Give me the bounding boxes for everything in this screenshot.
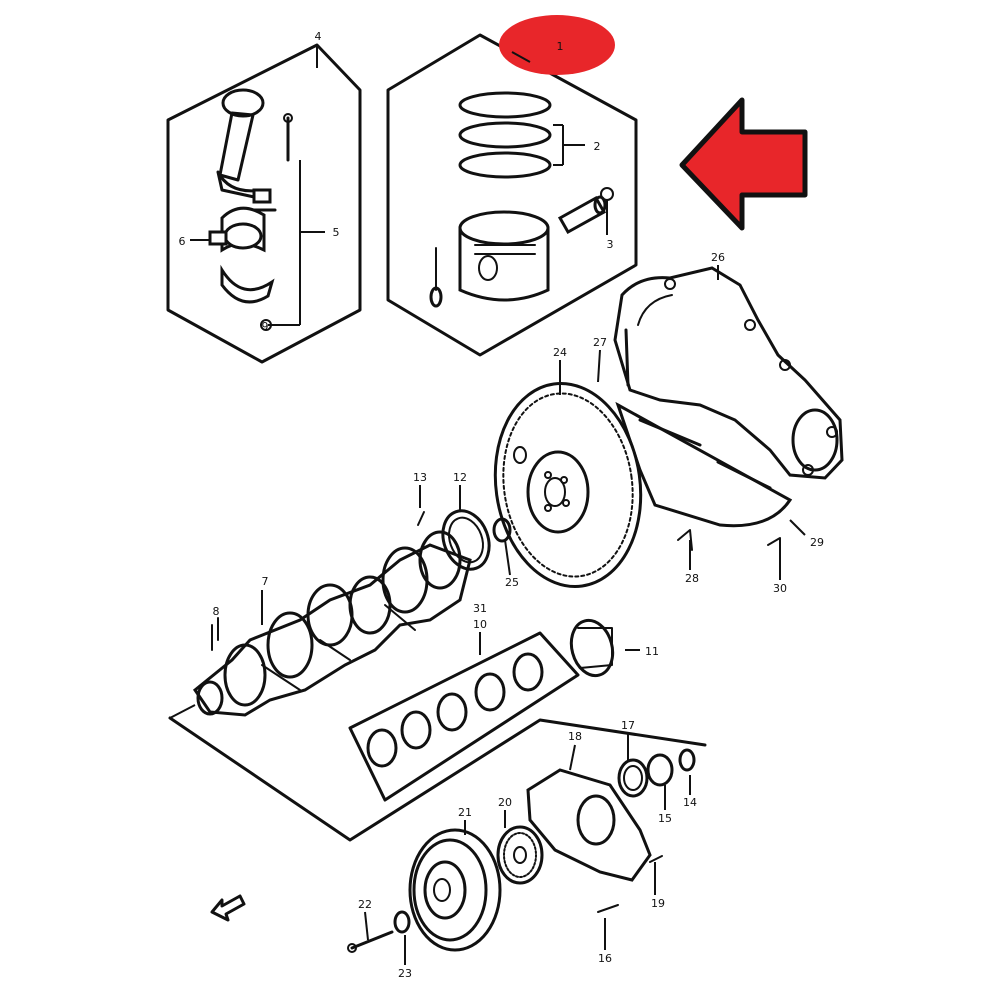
- rod-bearing-upper-icon: [220, 206, 266, 253]
- crank-pulley-icon: [408, 828, 502, 952]
- callout-31: 31: [473, 602, 487, 615]
- red-arrow-icon: [679, 97, 808, 231]
- crank-pin-icon: [417, 511, 425, 526]
- lower-cover-plate: [615, 401, 793, 528]
- rod-nut-icon: [248, 188, 277, 212]
- front-direction-icon: [210, 894, 246, 922]
- callout-28: 28: [685, 572, 699, 585]
- thrust-washer-icon: [569, 618, 615, 678]
- timing-gear-icon: [496, 825, 544, 885]
- callout-3: 3: [607, 238, 614, 251]
- callout-26: 26: [711, 251, 725, 264]
- piston-group: [386, 33, 638, 357]
- pilot-bearing-icon: [492, 517, 512, 543]
- rod-bearing-lower-icon: [220, 264, 275, 304]
- oil-seal-housing-icon: [526, 768, 652, 882]
- callout-15: 15: [658, 812, 672, 825]
- o-ring-icon: [678, 748, 696, 772]
- leader-lines: [261, 265, 806, 965]
- pulley-bolt-icon: [347, 930, 394, 953]
- housing-gasket-icon: [617, 758, 649, 798]
- pin-circlip-icon: [429, 247, 443, 308]
- callout-10: 10: [473, 618, 487, 631]
- main-bearing-icon: [366, 652, 544, 768]
- crank-key-icon: [211, 617, 219, 651]
- flywheel-icon: [493, 381, 643, 589]
- connecting-rod-group: [166, 43, 362, 364]
- cover-screw-icon: [767, 537, 781, 561]
- callout-24: 24: [553, 346, 567, 359]
- callout-7: 7: [262, 575, 269, 588]
- callout-14: 14: [683, 796, 697, 809]
- lower-frame-line: [168, 716, 707, 842]
- callout-5: 5: [333, 226, 340, 239]
- callout-11: 11: [645, 645, 659, 658]
- connecting-rod-icon: [216, 88, 270, 202]
- cover-bolt-icon: [677, 529, 693, 551]
- rod-cap-icon: [208, 230, 228, 246]
- callout-8: 8: [213, 605, 220, 618]
- housing-screw-icon: [597, 904, 619, 913]
- callout-29: 29: [810, 536, 824, 549]
- piston-pin-icon: [557, 195, 607, 235]
- callout-23: 23: [398, 967, 412, 980]
- callout-17: 17: [621, 719, 635, 732]
- rod-bolt-icon: [283, 113, 293, 162]
- callout-27: 27: [593, 336, 607, 349]
- callout-2: 2: [594, 140, 601, 153]
- callout-21: 21: [458, 806, 472, 819]
- callout-4: 4: [315, 30, 322, 43]
- callout-25: 25: [505, 576, 519, 589]
- callout-6: 6: [179, 235, 186, 248]
- callout-22: 22: [358, 898, 372, 911]
- rear-cover-plate: [613, 266, 844, 480]
- housing-bolt-icon: [649, 855, 663, 863]
- callout-9: 9: [262, 320, 269, 333]
- callout-12: 12: [453, 471, 467, 484]
- callout-16: 16: [598, 952, 612, 965]
- piston-icon: [458, 210, 550, 302]
- callout-20: 20: [498, 796, 512, 809]
- callout-1: 1: [557, 40, 564, 53]
- main-bearing-set: [348, 631, 580, 802]
- pulley-washer-icon: [393, 910, 411, 934]
- crankshaft-icon: [192, 530, 472, 717]
- crank-oil-seal-icon: [646, 753, 674, 787]
- callout-30: 30: [773, 582, 787, 595]
- oil-seal-ring-icon: [441, 509, 491, 571]
- callout-19: 19: [651, 897, 665, 910]
- highlight-marker: [499, 15, 615, 75]
- callout-18: 18: [568, 730, 582, 743]
- callout-13: 13: [413, 471, 427, 484]
- piston-ring-icon: [458, 91, 552, 179]
